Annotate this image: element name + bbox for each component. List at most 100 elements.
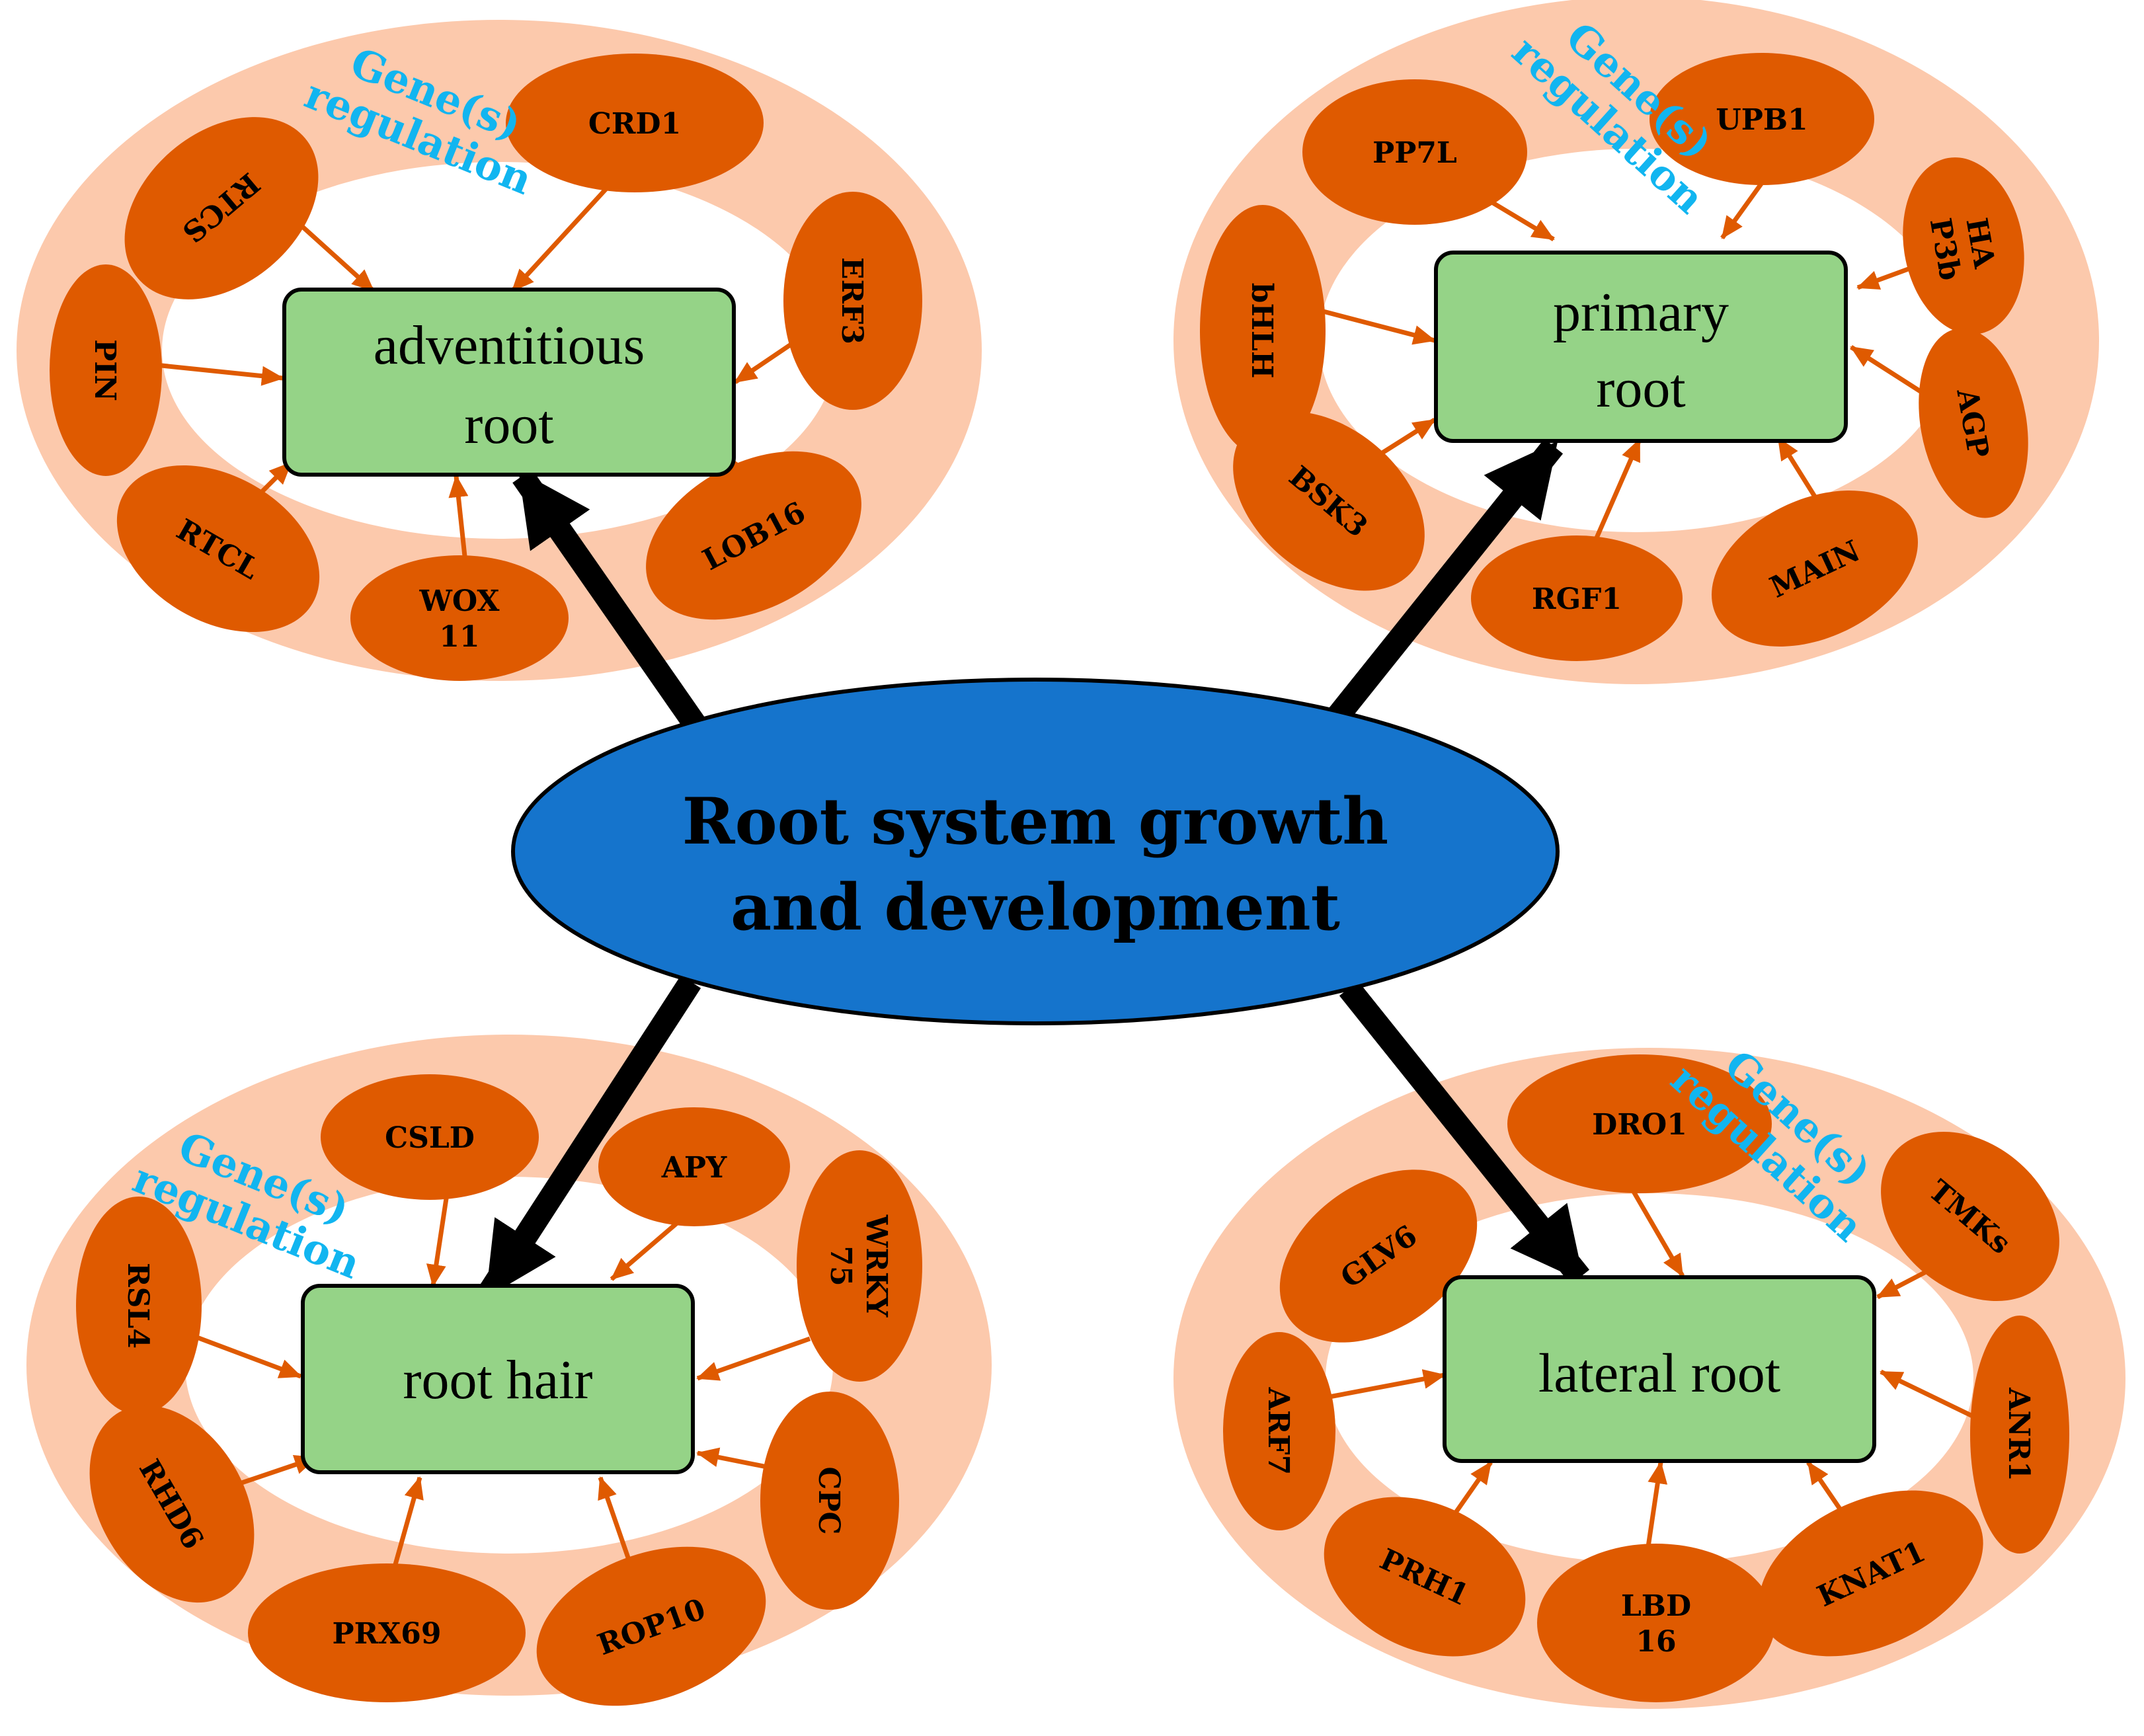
gene-csld: CSLD bbox=[321, 1074, 539, 1200]
lateral-main-arrow bbox=[1339, 980, 1590, 1285]
gene-rgf1: RGF1 bbox=[1471, 535, 1683, 661]
lateral-root-box bbox=[1443, 1275, 1876, 1463]
gene-oval bbox=[1712, 491, 1918, 647]
lateral-arrow-arf7 bbox=[1322, 1369, 1446, 1401]
gene-oval bbox=[1970, 1316, 2069, 1554]
gene-knat1: KNAT1 bbox=[1759, 1490, 1983, 1657]
gene-oval bbox=[783, 192, 922, 410]
gene-oval bbox=[1507, 1054, 1772, 1193]
primary-root-box bbox=[1434, 251, 1848, 443]
primary-main-arrow bbox=[1319, 438, 1564, 735]
gene-label: RSL4 bbox=[121, 1263, 155, 1349]
gene-oval bbox=[1200, 205, 1326, 456]
gene-label: 11 bbox=[439, 620, 479, 654]
gene-label: 75 bbox=[824, 1245, 857, 1286]
gene-oval bbox=[1471, 535, 1683, 661]
adventitious-arrow-rtcl bbox=[256, 461, 293, 498]
gene-dro1: DRO1 bbox=[1507, 1054, 1772, 1193]
gene-label: WOX bbox=[418, 584, 500, 618]
lateral-arrow-anr1 bbox=[1880, 1369, 1985, 1424]
gene-oval bbox=[350, 555, 569, 681]
adventitious-root-label: root bbox=[464, 394, 553, 455]
gene-prh1: PRH1 bbox=[1324, 1497, 1526, 1657]
adventitious-arrow-wox-11 bbox=[448, 475, 469, 569]
gene-oval bbox=[1919, 328, 2028, 518]
center-ellipse bbox=[511, 678, 1560, 1025]
gene-oval bbox=[1537, 1544, 1775, 1702]
gene-rop10: ROP10 bbox=[536, 1546, 766, 1706]
hair-root-label: root hair bbox=[403, 1349, 593, 1411]
gene-glv6: GLV6 bbox=[1279, 1169, 1478, 1343]
gene-oval bbox=[1649, 53, 1874, 185]
gene-label: bHLH bbox=[1245, 283, 1279, 379]
gene-oval bbox=[598, 1107, 790, 1226]
gene-label: CSLD bbox=[385, 1121, 475, 1155]
gene-arf7: ARF7 bbox=[1223, 1332, 1335, 1530]
primary-arrow-ha-p3b bbox=[1856, 263, 1919, 290]
gene-pin: PIN bbox=[50, 264, 162, 476]
gene-label: PRX69 bbox=[332, 1617, 441, 1651]
gene-oval bbox=[76, 1197, 202, 1415]
adventitious-root-label: adventitious bbox=[374, 315, 645, 376]
gene-agp: AGP bbox=[1919, 328, 2028, 518]
gene-oval bbox=[1759, 1490, 1983, 1657]
gene-label: ARF7 bbox=[1261, 1387, 1295, 1476]
lateral-root-label: lateral root bbox=[1538, 1343, 1780, 1404]
gene-label: CPC bbox=[812, 1466, 846, 1534]
gene-bsk3: BSK3 bbox=[1233, 411, 1425, 591]
gene-tmks: TMKs bbox=[1881, 1131, 2059, 1302]
gene-oval bbox=[536, 1546, 766, 1706]
gene-rhd6: RHD6 bbox=[89, 1405, 255, 1603]
gene-label: PP7L bbox=[1372, 136, 1457, 170]
gene-label: 16 bbox=[1636, 1625, 1676, 1659]
gene-label: CRD1 bbox=[588, 107, 681, 141]
gene-main: MAIN bbox=[1712, 491, 1918, 647]
center-node: Root system growth and development bbox=[511, 678, 1560, 1025]
gene-oval bbox=[116, 465, 320, 633]
gene-oval bbox=[1903, 157, 2024, 335]
gene-pp7l: PP7L bbox=[1302, 79, 1527, 225]
primary-root-label: primary bbox=[1553, 282, 1729, 343]
gene-oval bbox=[1324, 1497, 1526, 1657]
gene-label: LBD bbox=[1621, 1589, 1691, 1623]
gene-erf3: ERF3 bbox=[783, 192, 922, 410]
hair-arrow-rsl4 bbox=[190, 1333, 302, 1379]
gene-cpc: CPC bbox=[760, 1392, 899, 1610]
gene-apy: APY bbox=[598, 1107, 790, 1226]
gene-oval bbox=[89, 1405, 255, 1603]
gene-anr1: ANR1 bbox=[1970, 1316, 2069, 1554]
gene-oval bbox=[248, 1563, 526, 1702]
gene-oval bbox=[1233, 411, 1425, 591]
gene-oval bbox=[1881, 1131, 2059, 1302]
gene-prx69: PRX69 bbox=[248, 1563, 526, 1702]
gene-label: PIN bbox=[88, 339, 122, 401]
adventitious-arrow-pin bbox=[155, 362, 284, 386]
main-arrow-layer bbox=[479, 438, 1590, 1299]
gene-oval bbox=[646, 451, 861, 620]
gene-oval bbox=[760, 1392, 899, 1610]
adventitious-root-box bbox=[282, 288, 736, 477]
gene-oval bbox=[50, 264, 162, 476]
gene-oval bbox=[506, 54, 764, 192]
gene-label: WRKY bbox=[859, 1214, 893, 1318]
center-title-line-1: Root system growth bbox=[682, 784, 1388, 859]
primary-arrow-bhlh bbox=[1315, 307, 1436, 345]
gene-oval bbox=[1223, 1332, 1335, 1530]
gene-upb1: UPB1 bbox=[1649, 53, 1874, 185]
gene-crd1: CRD1 bbox=[506, 54, 764, 192]
adventitious-main-arrow bbox=[512, 469, 711, 740]
primary-arrow-rgf1 bbox=[1591, 438, 1642, 547]
gene-oval bbox=[1279, 1169, 1478, 1343]
gene-oval bbox=[797, 1150, 922, 1382]
gene-label: UPB1 bbox=[1716, 103, 1807, 137]
gene-label: DRO1 bbox=[1592, 1108, 1687, 1142]
center-title-line-2: and development bbox=[731, 870, 1340, 945]
hair-root-box bbox=[301, 1284, 695, 1474]
hair-arrow-apy bbox=[610, 1218, 683, 1281]
hair-main-arrow bbox=[479, 975, 701, 1299]
